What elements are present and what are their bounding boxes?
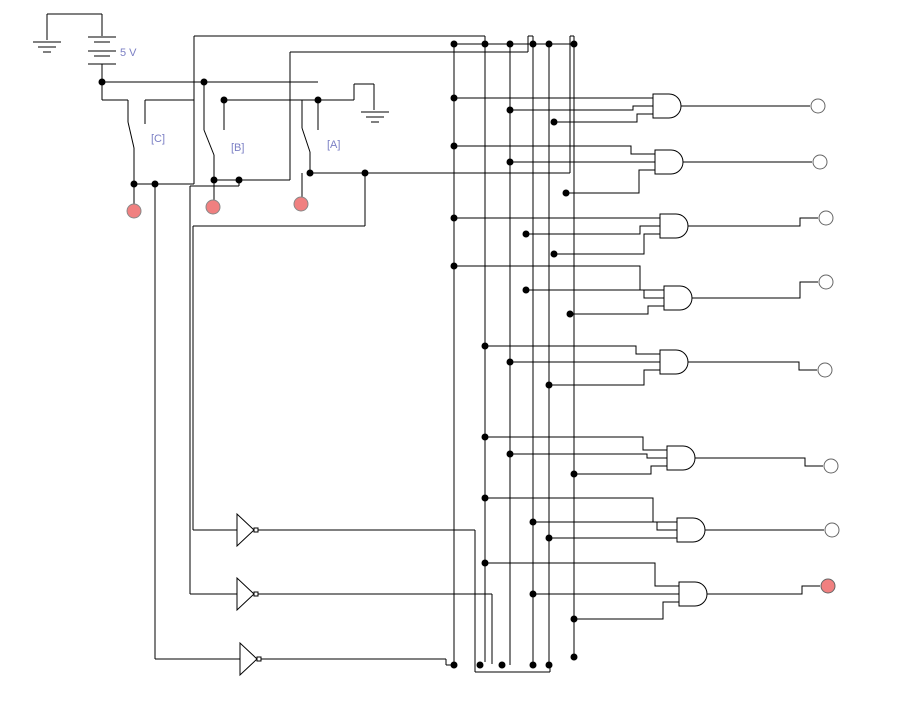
gate-input-wire [574,465,667,475]
gate-input-wire [485,562,679,587]
junction-dot [506,358,514,366]
and-gate-body [676,517,706,543]
and-gate-4 [481,342,833,389]
inverter-c [239,641,262,677]
gate-output-wire [695,457,823,467]
junction-dot [450,94,458,102]
junction-dot [570,615,578,623]
gate-output-wire [707,585,820,595]
switch-a[interactable] [301,100,319,173]
bus-lines [453,36,575,666]
junction-dot [450,142,458,150]
and-gate-body [652,93,682,119]
junction-dot [550,118,558,126]
junction-dot [506,158,514,166]
output-led-1 [812,154,828,170]
junction-dot [550,250,558,258]
junction-dot [481,559,489,567]
junction-dot [506,450,514,458]
and-gate-body [659,213,689,239]
gate-input-wire [454,145,655,155]
output-led-3 [818,274,834,290]
gate-input-wire [566,169,655,194]
gate-input-wire [485,436,667,451]
output-led-6 [824,522,840,538]
gate-input-wire [526,225,660,235]
input-led-b [205,199,221,215]
gate-input-wire [510,453,667,459]
input-led-c [126,203,142,219]
and-gate-7 [481,559,836,623]
gate-input-wire [526,289,664,299]
and-gate-body [678,581,708,607]
switch-a-label: [A] [327,139,340,151]
and-gate-1 [450,142,828,197]
and-gate-body [666,445,696,471]
output-led-0 [810,98,826,114]
inverter-b [236,576,259,612]
junction-dot [522,286,530,294]
gate-output-wire [688,217,818,227]
switch-b[interactable] [203,82,225,180]
junction-dot [522,230,530,238]
junction-dot [506,106,514,114]
gate-input-wire [549,369,660,386]
battery-icon [88,36,116,65]
junction-dot [529,590,537,598]
gate-input-wire [533,521,677,531]
and-gate-5 [481,433,839,478]
and-gate-body [654,149,684,175]
junction-dot [545,381,553,389]
gate-output-wire [688,361,817,371]
and-gate-3 [450,262,834,318]
junction-dot [562,189,570,197]
gate-input-wire [510,105,653,111]
junction-dot [481,433,489,441]
junction-dot [450,214,458,222]
gate-input-wire [554,113,653,123]
and-gate-2 [450,210,834,258]
junction-dot [570,470,578,478]
ground-symbol-left [33,14,61,53]
and-gate-0 [450,93,826,126]
switch-c[interactable] [127,99,194,184]
junction-dot [450,262,458,270]
ground-symbol-right [361,111,389,123]
gate-output-wire [692,281,818,299]
output-led-2 [818,210,834,226]
battery-voltage-label: 5 V [120,47,137,59]
junction-dot [481,494,489,502]
junction-dot [481,342,489,350]
gate-input-wire [454,265,664,291]
junction-dot [566,310,574,318]
junction-dot [529,518,537,526]
gate-input-wire [574,601,679,620]
gate-input-wire [485,345,660,355]
and-gates-layer [450,93,840,623]
switch-c-label: [C] [151,133,165,145]
and-gate-6 [481,494,840,543]
output-led-4 [817,362,833,378]
and-gate-body [663,285,693,311]
gate-input-wire [554,233,660,255]
gate-input-wire [570,305,664,315]
gate-input-wire [485,497,677,523]
inverter-a [236,512,259,548]
switch-b-label: [B] [231,142,244,154]
input-led-a [293,196,309,212]
junction-dot [545,534,553,542]
junction-dots [98,40,578,669]
and-gate-body [659,349,689,375]
output-led-5 [823,458,839,474]
output-led-7 [820,578,836,594]
